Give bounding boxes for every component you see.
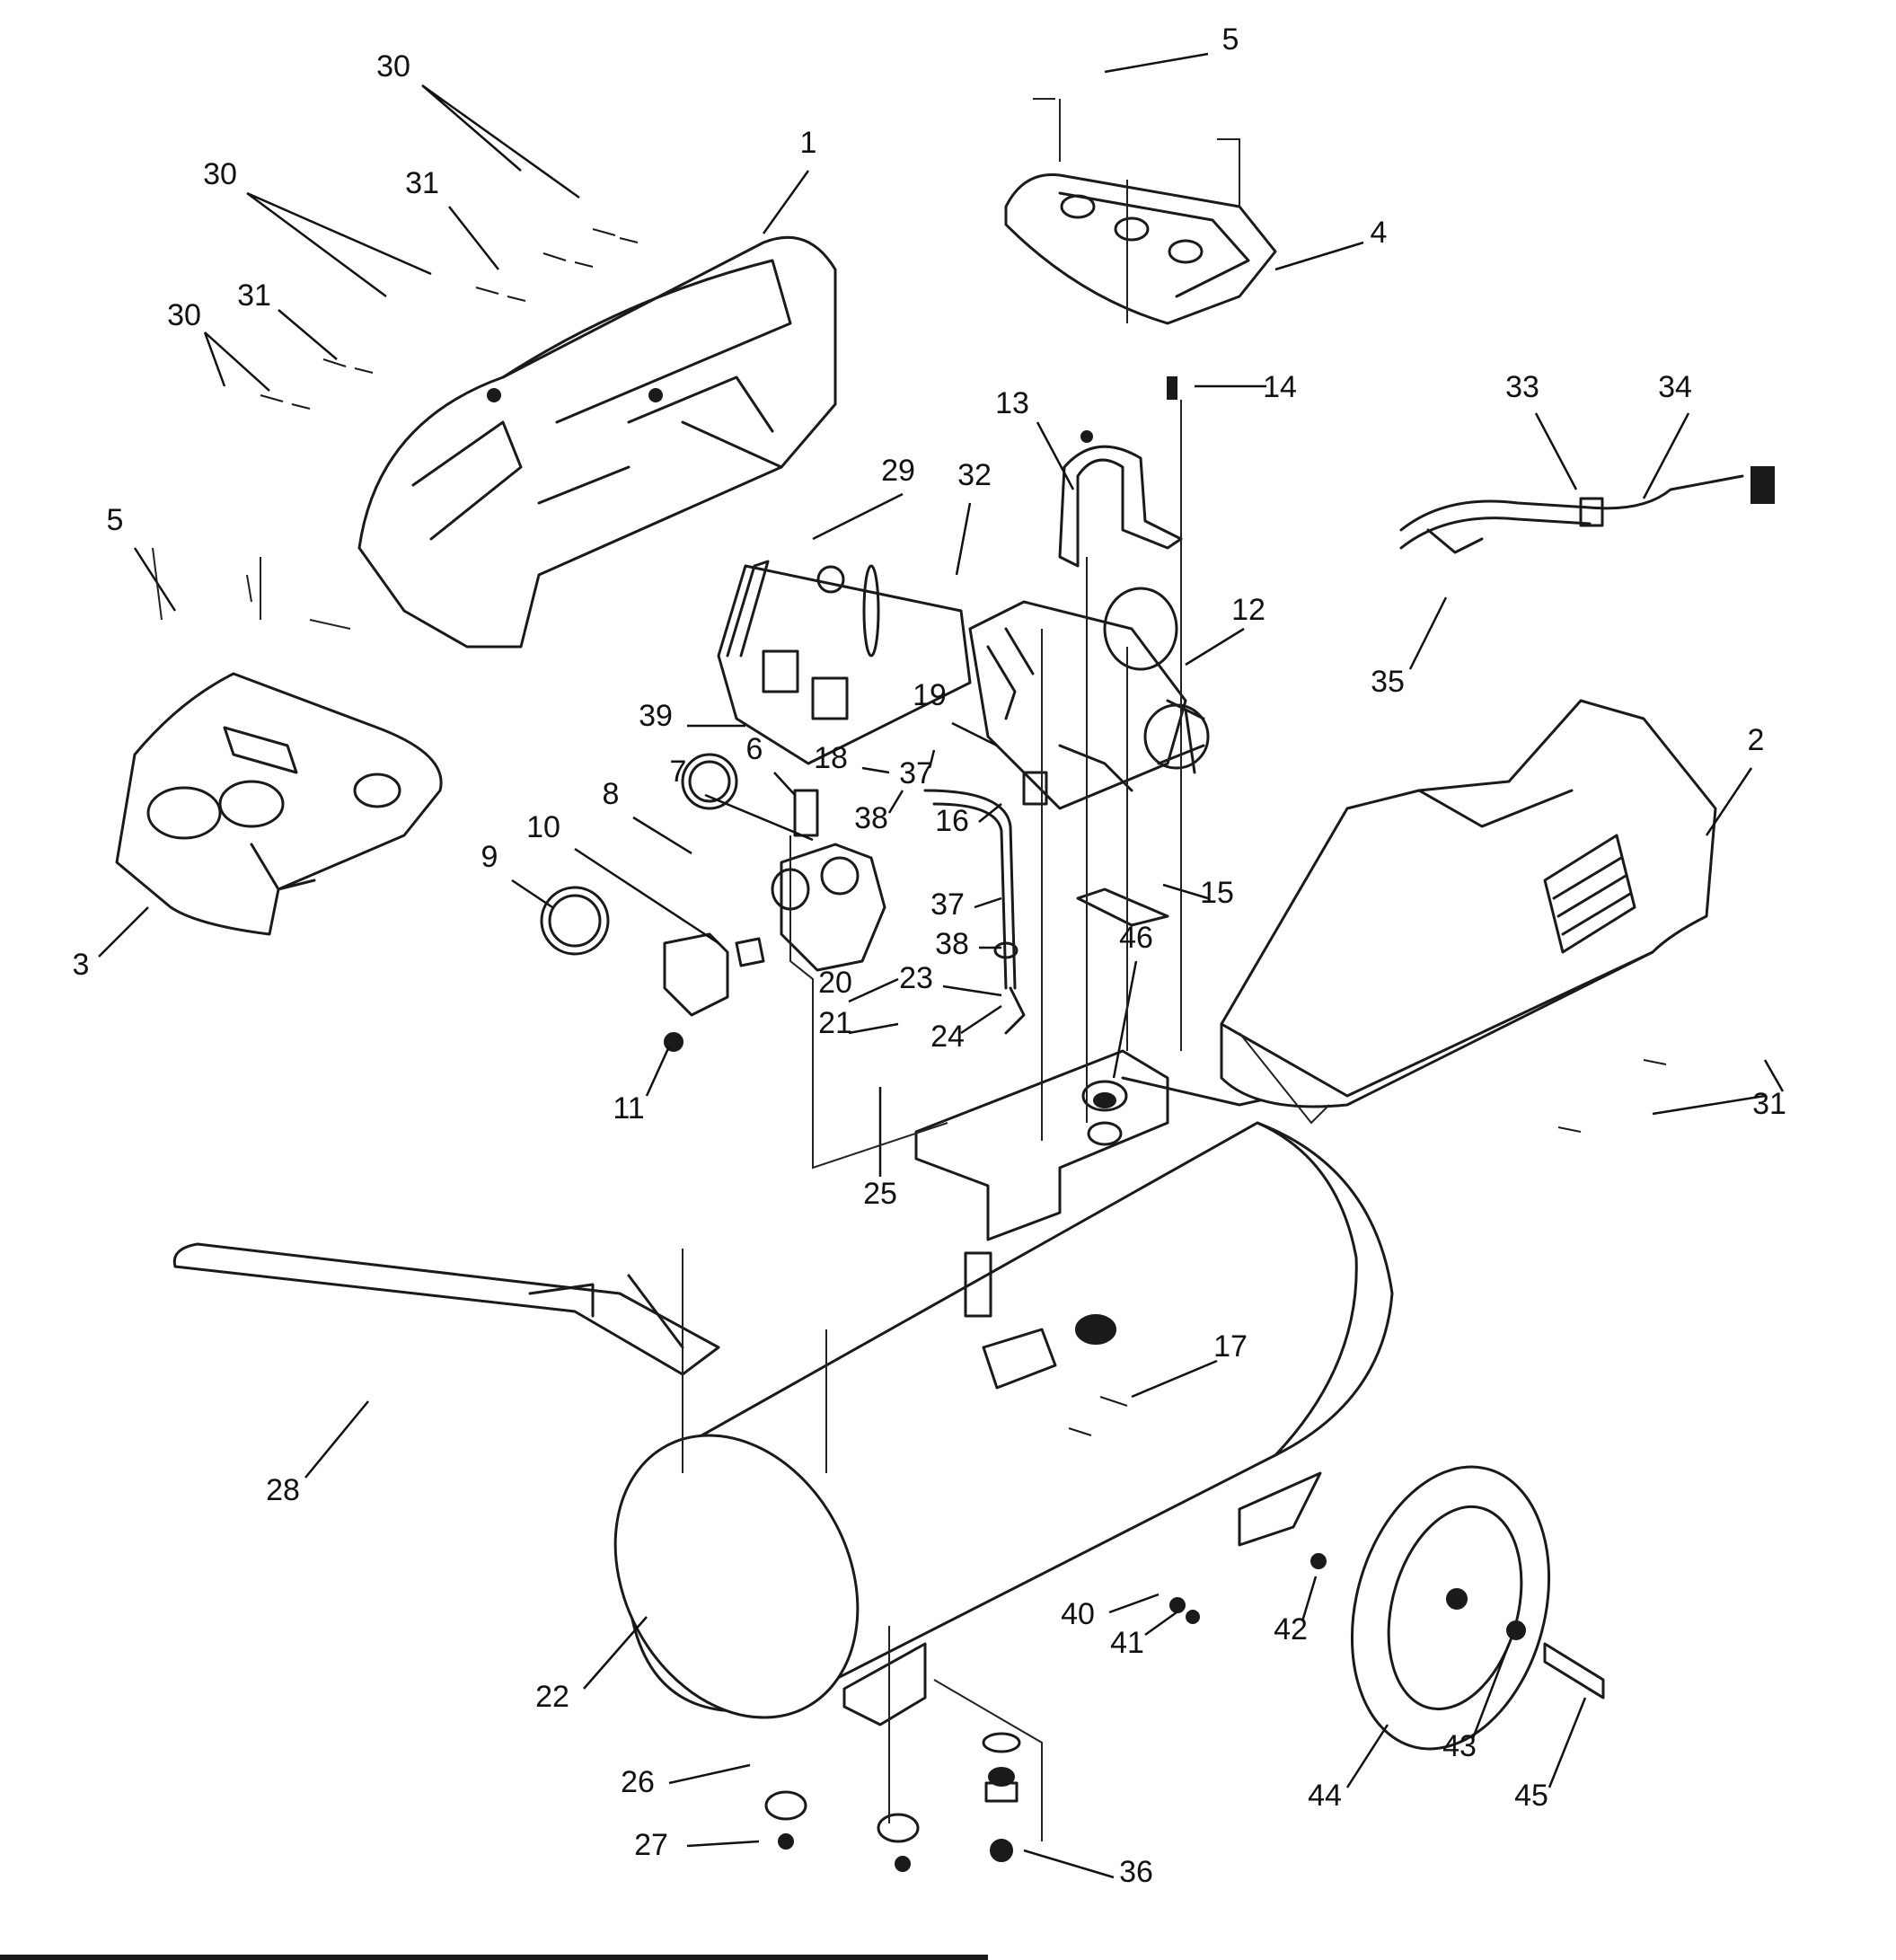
callout-number-40: 40	[1061, 1597, 1095, 1631]
callout-number-19: 19	[913, 678, 947, 712]
callout-number-29: 29	[881, 454, 915, 488]
callout-number-42: 42	[1274, 1612, 1308, 1647]
callout-number-5: 5	[1222, 22, 1239, 57]
callout-number-26: 26	[621, 1765, 655, 1799]
callout-number-35: 35	[1371, 665, 1405, 699]
tank-saddle-bracket	[914, 1049, 1322, 1390]
callout-number-13: 13	[995, 386, 1029, 420]
handle	[172, 1242, 720, 1376]
leader-lines	[98, 52, 1785, 1879]
assembly-guide-lines	[152, 98, 1330, 1841]
callout-number-4: 4	[1371, 216, 1388, 250]
callout-number-32: 32	[957, 458, 992, 492]
callout-number-7: 7	[670, 755, 687, 789]
callout-number-16: 16	[935, 804, 969, 838]
callout-number-2: 2	[1748, 723, 1765, 757]
callout-number-30: 30	[376, 49, 410, 84]
callout-number-28: 28	[266, 1473, 300, 1507]
callout-number-27: 27	[634, 1828, 668, 1862]
callout-number-3: 3	[73, 948, 90, 982]
callout-number-25: 25	[863, 1177, 897, 1211]
callout-number-23: 23	[899, 961, 933, 995]
callout-number-38: 38	[935, 927, 969, 961]
callout-number-20: 20	[818, 966, 852, 1000]
front-shroud	[1220, 699, 1717, 1108]
top-cover	[1004, 172, 1277, 325]
bottom-rule	[0, 1955, 988, 1960]
callout-number-24: 24	[930, 1020, 965, 1054]
top-shroud	[357, 235, 837, 649]
callout-number-43: 43	[1442, 1729, 1477, 1763]
manifold-regulator	[540, 753, 886, 1052]
callout-number-8: 8	[603, 777, 620, 811]
callout-number-22: 22	[535, 1680, 569, 1714]
callout-number-9: 9	[481, 840, 498, 874]
callout-number-12: 12	[1231, 593, 1265, 627]
tank-feet	[764, 1471, 1322, 1872]
callout-number-6: 6	[746, 732, 763, 766]
callout-number-30: 30	[167, 298, 201, 332]
side-panel	[115, 672, 443, 936]
callout-number-31: 31	[405, 166, 439, 200]
callout-number-38: 38	[854, 801, 888, 835]
callout-number-10: 10	[526, 810, 560, 844]
power-cord	[1399, 466, 1775, 554]
callout-number-41: 41	[1110, 1626, 1144, 1660]
wheel	[1169, 1465, 1605, 1751]
callout-number-37: 37	[930, 887, 965, 922]
air-tank	[613, 1121, 1394, 1719]
callout-number-11: 11	[613, 1091, 644, 1126]
callout-number-5: 5	[107, 503, 124, 537]
callout-number-36: 36	[1119, 1855, 1153, 1889]
callout-number-21: 21	[818, 1006, 852, 1040]
discharge-tube	[923, 771, 1048, 1035]
callout-number-31: 31	[237, 278, 271, 313]
callout-number-17: 17	[1213, 1329, 1248, 1364]
callout-number-46: 46	[1119, 921, 1153, 955]
callout-number-31: 31	[1752, 1087, 1786, 1121]
callout-number-33: 33	[1505, 370, 1539, 404]
callout-number-44: 44	[1308, 1779, 1342, 1813]
callout-number-37: 37	[899, 756, 933, 790]
fasteners	[260, 228, 1667, 1436]
callout-number-18: 18	[814, 741, 848, 775]
callout-number-30: 30	[203, 157, 237, 191]
callout-number-15: 15	[1200, 876, 1234, 910]
callout-number-1: 1	[800, 126, 817, 160]
callout-number-14: 14	[1263, 370, 1297, 404]
callout-number-34: 34	[1658, 370, 1692, 404]
callout-number-39: 39	[639, 699, 673, 733]
motor-pump-assembly	[717, 560, 1210, 810]
callout-number-45: 45	[1514, 1779, 1548, 1813]
drain-valve	[982, 1732, 1021, 1862]
check-valve	[1081, 1080, 1128, 1146]
